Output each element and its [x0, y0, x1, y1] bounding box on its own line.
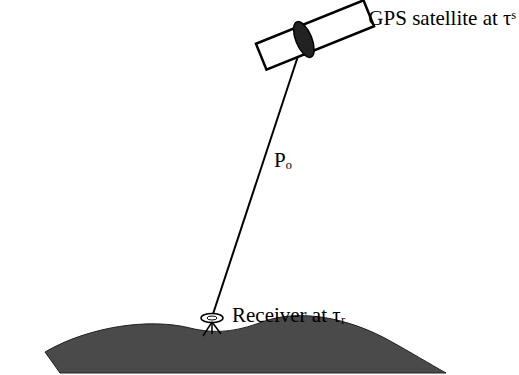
range-label: Pₒ [274, 148, 292, 173]
receiver [201, 314, 223, 337]
receiver-label: Receiver at τᵣ [232, 303, 346, 328]
satellite-body [289, 19, 318, 60]
satellite [254, 0, 376, 74]
solar-panel [256, 0, 374, 69]
signal-path [213, 50, 300, 314]
tripod-leg [212, 322, 221, 334]
antenna-inner [207, 316, 217, 320]
antenna [201, 314, 223, 323]
satellite-label: GPS satellite at τˢ [368, 6, 516, 31]
tripod-leg [203, 322, 212, 336]
